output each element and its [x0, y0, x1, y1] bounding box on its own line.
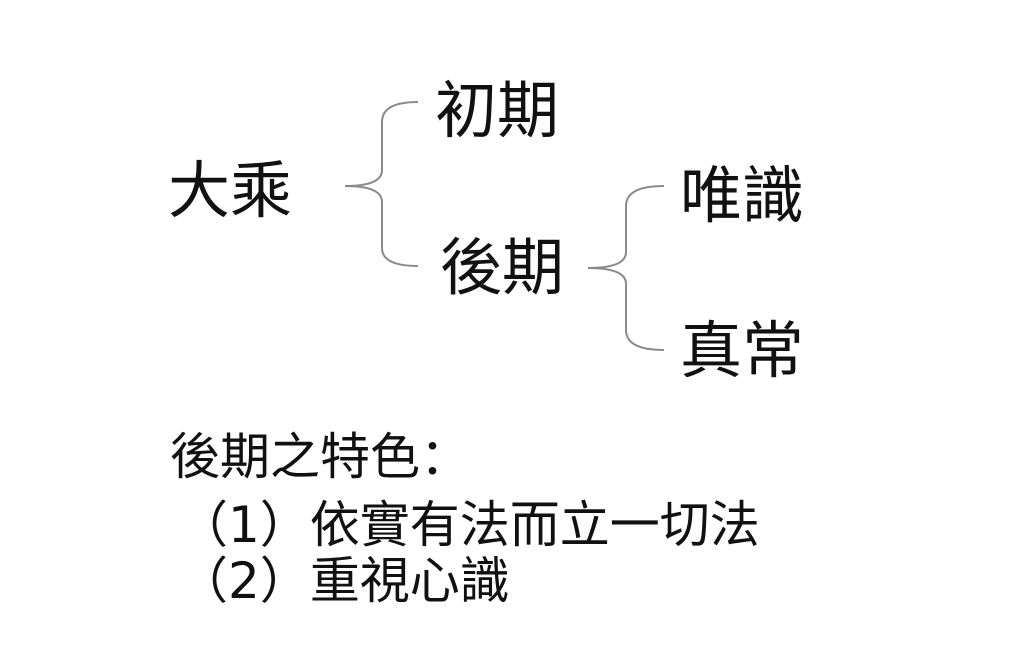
notes-heading: 後期之特色： — [170, 428, 470, 486]
note-marker: （1） — [178, 496, 310, 554]
note-text: 重視心識 — [309, 552, 510, 610]
note-item-1: （1）依實有法而立一切法 — [178, 500, 760, 550]
node-zhenchang: 真常 — [680, 314, 805, 387]
note-text: 依實有法而立一切法 — [309, 496, 760, 554]
node-weishi: 唯識 — [680, 159, 805, 232]
node-root: 大乘 — [168, 154, 293, 227]
note-marker: （2） — [178, 552, 310, 610]
node-early: 初期 — [435, 74, 560, 147]
brace-root — [344, 101, 419, 267]
note-item-2: （2）重視心識 — [178, 556, 510, 606]
brace-late — [587, 185, 665, 351]
node-late: 後期 — [440, 231, 565, 304]
